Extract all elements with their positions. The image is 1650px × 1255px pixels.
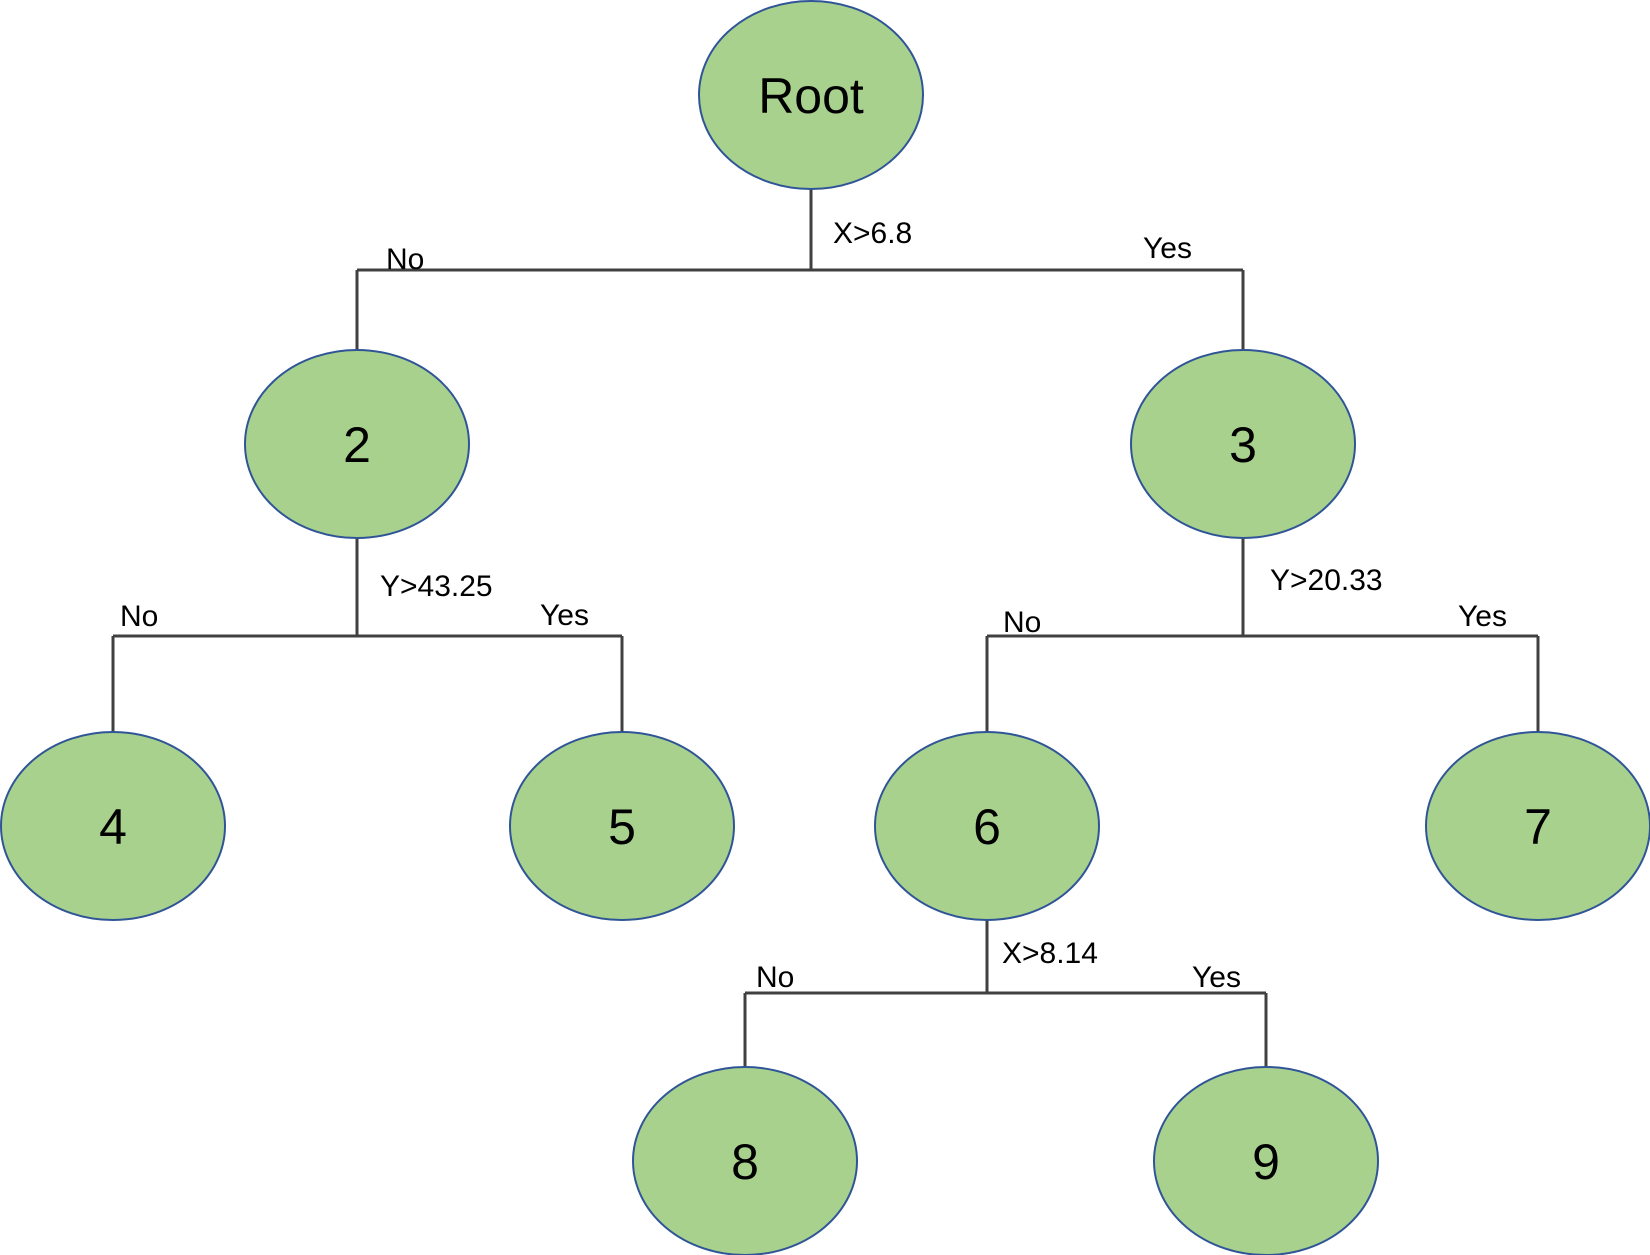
node-5-label: 5 [608, 799, 636, 855]
node-3: 3 [1130, 349, 1356, 539]
edge-labels: X>6.8 No Yes Y>43.25 No Yes Y>20.33 No Y… [120, 217, 1507, 994]
node-6-shape [874, 731, 1100, 921]
node-2-shape [244, 349, 470, 539]
node-9-shape [1153, 1066, 1379, 1255]
node-8-shape [632, 1066, 858, 1255]
node-root-shape [698, 0, 924, 190]
root-no-label: No [386, 243, 424, 276]
node-9: 9 [1153, 1066, 1379, 1255]
node-2-no-label: No [120, 600, 158, 633]
tree-edges [111, 189, 1540, 1067]
node-4-label: 4 [99, 799, 127, 855]
node-3-condition-label: Y>20.33 [1270, 564, 1383, 597]
node-2-yes-label: Yes [540, 599, 589, 632]
node-6: 6 [874, 731, 1100, 921]
node-4-shape [0, 731, 226, 921]
node-3-no-label: No [1003, 606, 1041, 639]
node-8-label: 8 [731, 1134, 759, 1190]
node-4: 4 [0, 731, 226, 921]
node-7-shape [1425, 731, 1650, 921]
node-7-label: 7 [1524, 799, 1552, 855]
node-6-yes-label: Yes [1192, 961, 1241, 994]
node-7: 7 [1425, 731, 1650, 921]
node-5: 5 [509, 731, 735, 921]
node-3-shape [1130, 349, 1356, 539]
node-2-label: 2 [343, 417, 371, 473]
node-2: 2 [244, 349, 470, 539]
node-5-shape [509, 731, 735, 921]
node-root-label: Root [758, 68, 864, 124]
root-yes-label: Yes [1143, 232, 1192, 265]
root-condition-label: X>6.8 [833, 217, 912, 250]
node-6-condition-label: X>8.14 [1002, 937, 1098, 970]
node-9-label: 9 [1252, 1134, 1280, 1190]
node-8: 8 [632, 1066, 858, 1255]
node-3-yes-label: Yes [1458, 600, 1507, 633]
node-2-condition-label: Y>43.25 [380, 570, 493, 603]
node-6-label: 6 [973, 799, 1001, 855]
node-6-no-label: No [756, 961, 794, 994]
node-3-label: 3 [1229, 417, 1257, 473]
node-root: Root [698, 0, 924, 190]
